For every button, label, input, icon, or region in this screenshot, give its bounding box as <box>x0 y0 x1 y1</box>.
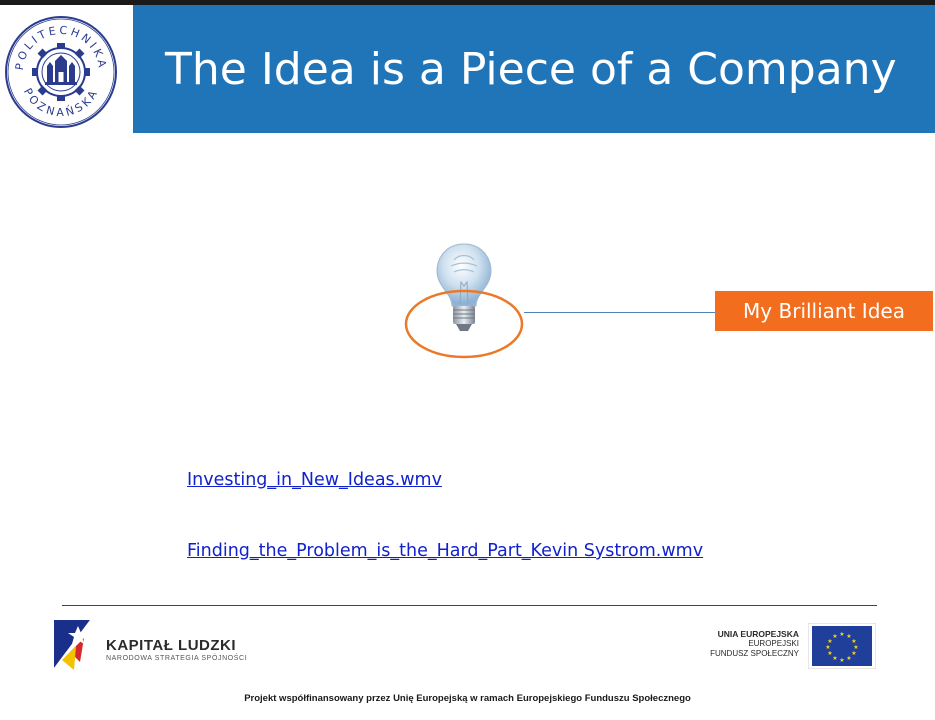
connector-line <box>524 312 716 313</box>
svg-text:★: ★ <box>832 655 837 662</box>
svg-text:★: ★ <box>846 633 851 640</box>
footer-divider <box>62 605 877 606</box>
kapital-ludzki-subtitle: NARODOWA STRATEGIA SPÓJNOŚCI <box>106 655 248 662</box>
svg-text:★: ★ <box>827 638 832 645</box>
eu-flag-icon: ★ ★ ★ ★ ★ ★ ★ ★ ★ ★ ★ ★ <box>808 623 876 669</box>
eu-text-block: UNIA EUROPEJSKA EUROPEJSKI FUNDUSZ SPOŁE… <box>710 629 799 659</box>
svg-text:★: ★ <box>851 650 856 657</box>
kapital-ludzki-logo-icon <box>54 620 90 670</box>
top-rule <box>0 0 935 5</box>
title-bar: The Idea is a Piece of a Company <box>133 5 935 133</box>
politechnika-poznanska-seal-icon: POLITECHNIKA POZNAŃSKA <box>5 16 117 128</box>
slide-title: The Idea is a Piece of a Company <box>165 43 897 95</box>
eu-line-1: UNIA EUROPEJSKA <box>717 629 799 639</box>
eu-line-3: FUNDUSZ SPOŁECZNY <box>710 649 799 658</box>
kapital-ludzki-title: KAPITAŁ LUDZKI <box>106 637 237 654</box>
link-investing-video[interactable]: Investing_in_New_Ideas.wmv <box>187 470 442 490</box>
svg-text:★: ★ <box>827 650 832 657</box>
svg-text:★: ★ <box>825 644 830 651</box>
svg-text:★: ★ <box>846 655 851 662</box>
svg-text:★: ★ <box>853 644 858 651</box>
lightbulb-icon <box>404 243 524 359</box>
svg-text:★: ★ <box>839 657 844 664</box>
link-finding-problem-video[interactable]: Finding_the_Problem_is_the_Hard_Part_Kev… <box>187 541 704 561</box>
svg-text:★: ★ <box>851 638 856 645</box>
eu-line-2: EUROPEJSKI <box>748 639 799 648</box>
svg-text:★: ★ <box>832 633 837 640</box>
footer-funding-note: Projekt współfinansowany przez Unię Euro… <box>244 693 691 704</box>
idea-label: My Brilliant Idea <box>715 291 933 331</box>
svg-text:★: ★ <box>839 631 844 638</box>
